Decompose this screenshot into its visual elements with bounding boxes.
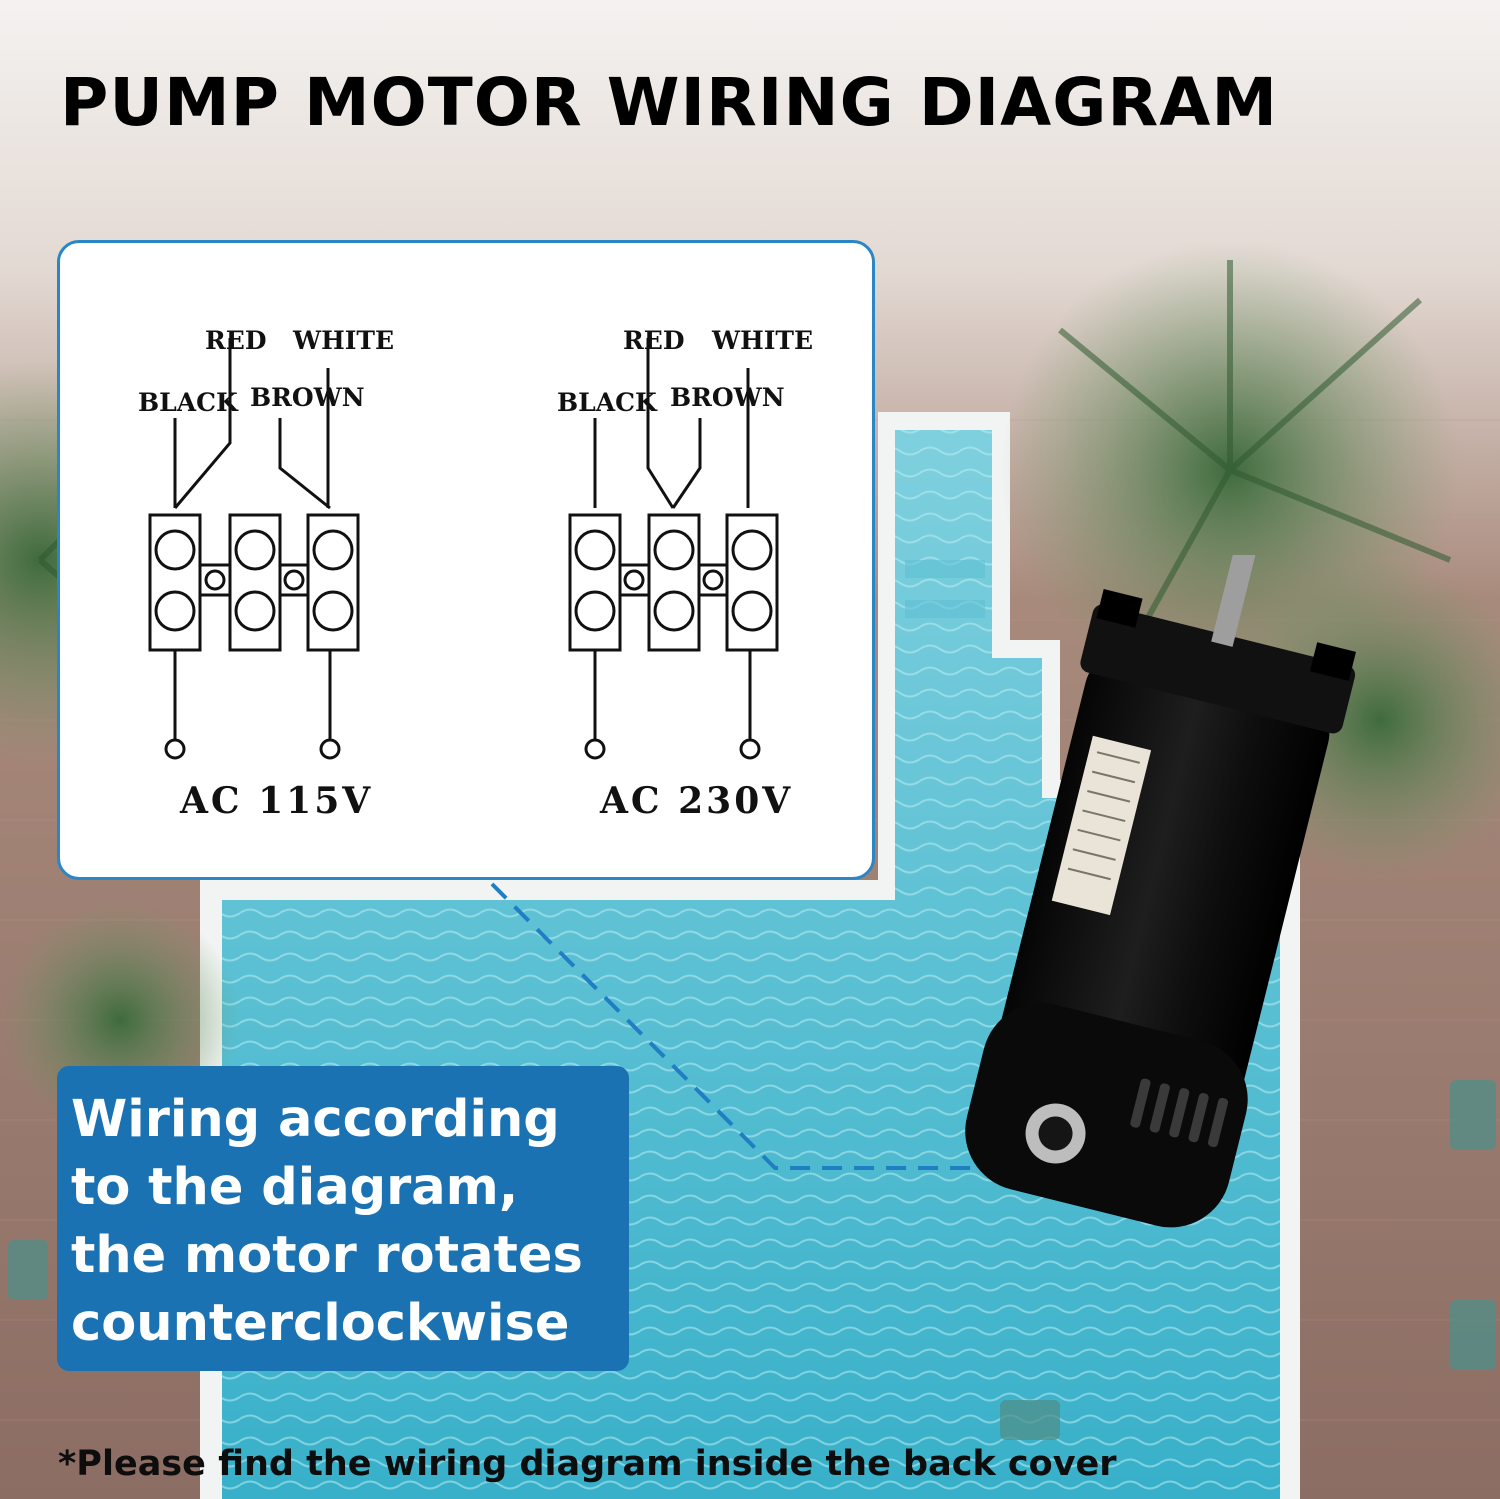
wire-label-red: RED <box>205 326 267 355</box>
voltage-label-115v: AC 115V <box>179 780 373 822</box>
footnote: *Please find the wiring diagram inside t… <box>58 1444 1117 1484</box>
page-title: PUMP MOTOR WIRING DIAGRAM <box>60 64 1278 141</box>
wire-label-black: BLACK <box>557 388 658 417</box>
wire-label-brown: BROWN <box>670 383 785 412</box>
wiring-diagrams: RED WHITE BLACK BROWN AC 115V <box>138 326 813 822</box>
wiring-diagram-panel: RED WHITE BLACK BROWN AC 115V <box>57 240 875 880</box>
wire-label-red: RED <box>623 326 685 355</box>
wire-label-brown: BROWN <box>250 383 365 412</box>
wire-label-black: BLACK <box>138 388 239 417</box>
diagram-230v <box>568 338 779 760</box>
rotation-callout-text: Wiring according to the diagram, the mot… <box>71 1090 583 1353</box>
wire-label-white: WHITE <box>292 326 394 355</box>
voltage-label-230v: AC 230V <box>599 780 793 822</box>
diagram-115v <box>148 338 360 760</box>
wire-label-white: WHITE <box>711 326 813 355</box>
pump-motor-image <box>965 555 1356 1228</box>
rotation-callout-box: Wiring according to the diagram, the mot… <box>57 1066 629 1371</box>
